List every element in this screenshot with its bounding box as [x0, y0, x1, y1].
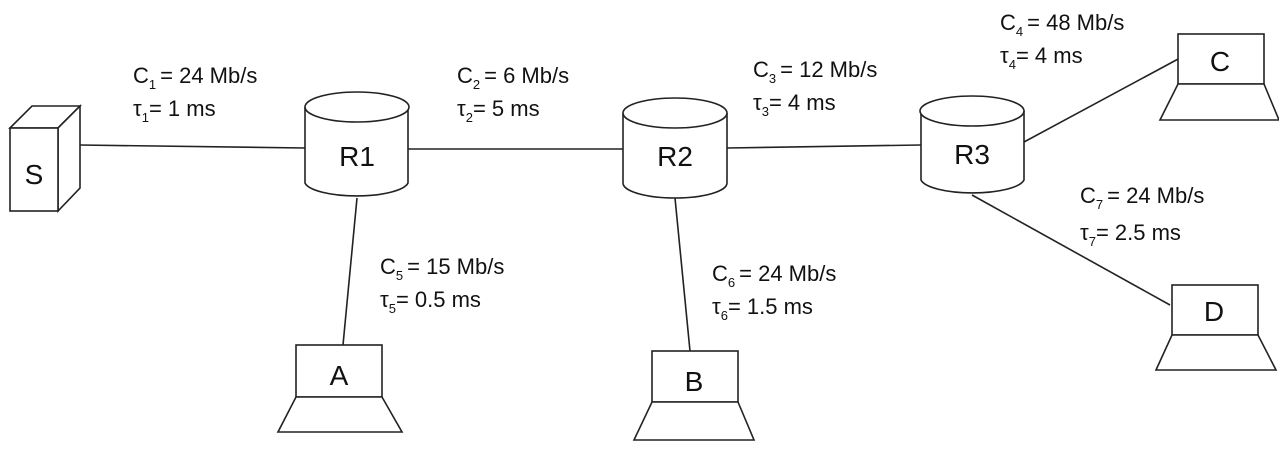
- link-r3-d: [971, 194, 1171, 306]
- host-b: B: [632, 350, 756, 441]
- link-label-5: C5= 15 Mb/s τ5= 0.5 ms: [380, 254, 504, 316]
- router-r3-label: R3: [954, 139, 990, 170]
- router-r3: R3: [919, 95, 1025, 194]
- svg-text:τ5= 0.5 ms: τ5= 0.5 ms: [380, 287, 481, 316]
- svg-text:C3= 12 Mb/s: C3= 12 Mb/s: [753, 57, 877, 86]
- link-r2-r3: [726, 144, 922, 149]
- link-label-1: C1= 24 Mb/s τ1= 1 ms: [133, 63, 257, 125]
- svg-text:τ3= 4 ms: τ3= 4 ms: [753, 90, 836, 119]
- link-label-3: C3= 12 Mb/s τ3= 4 ms: [753, 57, 877, 119]
- link-s-r1: [79, 144, 306, 149]
- svg-text:τ1= 1 ms: τ1= 1 ms: [133, 96, 216, 125]
- svg-text:C2= 6 Mb/s: C2= 6 Mb/s: [457, 63, 569, 92]
- svg-text:τ4= 4 ms: τ4= 4 ms: [1000, 43, 1083, 72]
- link-r1-a: [342, 197, 358, 346]
- svg-text:C6= 24 Mb/s: C6= 24 Mb/s: [712, 261, 836, 290]
- host-b-label: B: [685, 366, 704, 397]
- router-r1: R1: [304, 91, 410, 197]
- svg-text:C1= 24 Mb/s: C1= 24 Mb/s: [133, 63, 257, 92]
- link-label-4: C4= 48 Mb/s τ4= 4 ms: [1000, 10, 1124, 72]
- svg-text:C5= 15 Mb/s: C5= 15 Mb/s: [380, 254, 504, 283]
- svg-text:τ6= 1.5 ms: τ6= 1.5 ms: [712, 294, 813, 323]
- link-label-7: C7= 24 Mb/s τ7= 2.5 ms: [1080, 183, 1204, 249]
- host-a: A: [276, 344, 404, 433]
- host-c-label: C: [1210, 46, 1230, 77]
- router-r2-label: R2: [657, 141, 693, 172]
- svg-text:τ7= 2.5 ms: τ7= 2.5 ms: [1080, 220, 1181, 249]
- source-label: S: [25, 159, 44, 190]
- svg-text:τ2= 5 ms: τ2= 5 ms: [457, 96, 540, 125]
- link-r3-c: [1023, 57, 1181, 143]
- source-node: S: [8, 104, 82, 213]
- svg-text:C7= 24 Mb/s: C7= 24 Mb/s: [1080, 183, 1204, 212]
- link-label-6: C6= 24 Mb/s τ6= 1.5 ms: [712, 261, 836, 323]
- router-r2: R2: [622, 97, 728, 199]
- host-a-label: A: [330, 360, 349, 391]
- host-c: C: [1158, 33, 1279, 121]
- host-d: D: [1154, 284, 1278, 371]
- svg-text:C4= 48 Mb/s: C4= 48 Mb/s: [1000, 10, 1124, 39]
- host-d-label: D: [1204, 296, 1224, 327]
- link-r2-b: [674, 197, 691, 352]
- link-label-2: C2= 6 Mb/s τ2= 5 ms: [457, 63, 569, 125]
- router-r1-label: R1: [339, 141, 375, 172]
